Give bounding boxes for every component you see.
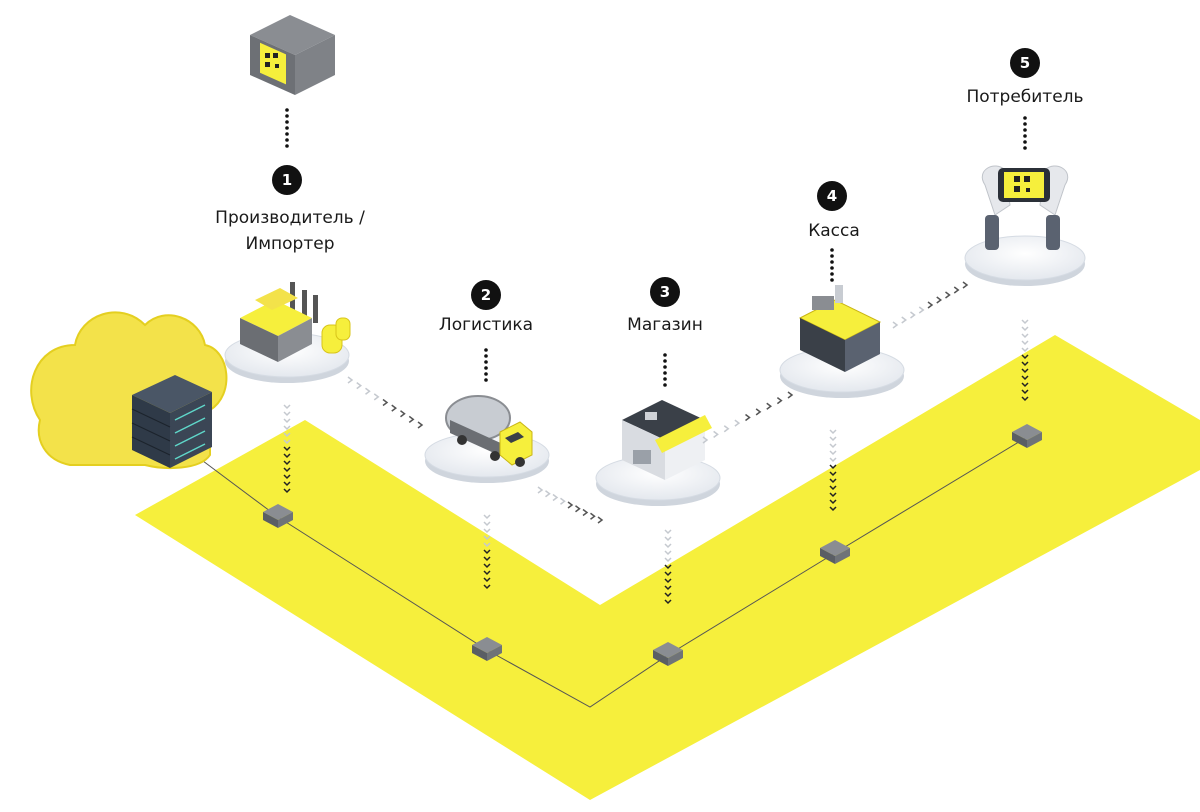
flow-arrow-3 <box>702 391 794 444</box>
connector-register-label <box>830 248 834 282</box>
stage-label-logistics-line-1: Логистика <box>438 315 534 335</box>
chip-node-icon <box>263 504 293 528</box>
chip-node-icon <box>1012 424 1042 448</box>
flow-arrow-4 <box>892 281 969 329</box>
platform-consumer <box>964 235 1086 281</box>
stage-label-store: Магазин <box>627 312 703 338</box>
down-arrow-register <box>829 429 837 512</box>
down-arrow-logistics <box>483 514 491 590</box>
step-badge-4: 4 <box>817 181 847 211</box>
package-qr-icon <box>250 15 335 95</box>
vertical-connectors <box>285 108 1027 387</box>
connector-consumer-label <box>1023 116 1027 150</box>
step-badge-3: 3 <box>650 277 680 307</box>
stage-label-producer: Производитель / Импортер <box>215 205 365 257</box>
stage-label-register: Касса <box>808 218 860 244</box>
factory-icon <box>240 282 351 362</box>
stage-label-producer-line-2: Импортер <box>245 234 335 254</box>
chip-node-icon <box>820 540 850 564</box>
stage-label-consumer: Потребитель <box>966 84 1083 110</box>
step-badge-5: 5 <box>1010 48 1040 78</box>
down-arrow-producer <box>283 404 291 494</box>
flow-arrow-1 <box>347 376 424 429</box>
stage-label-consumer-line-1: Потребитель <box>966 87 1084 107</box>
store-icon <box>622 400 712 480</box>
flow-arrows <box>347 281 969 524</box>
network-nodes <box>263 424 1042 666</box>
down-arrow-consumer <box>1021 319 1029 402</box>
stage-label-store-line-1: Магазин <box>627 315 703 335</box>
chip-node-icon <box>653 642 683 666</box>
down-arrows <box>283 319 1029 605</box>
stage-label-producer-line-1: Производитель / <box>215 208 365 228</box>
server-icon <box>131 375 212 468</box>
stage-label-logistics: Логистика <box>439 312 533 338</box>
connector-package <box>285 108 289 148</box>
step-badge-2: 2 <box>471 280 501 310</box>
cash-register-icon <box>798 285 882 372</box>
flow-arrow-2 <box>537 486 604 524</box>
smartphone-scan-icon <box>982 165 1068 250</box>
connector-store-label <box>663 353 667 387</box>
step-badge-1: 1 <box>272 165 302 195</box>
truck-icon <box>445 395 533 467</box>
down-arrow-store <box>664 529 672 605</box>
stage-label-register-line-1: Касса <box>808 221 860 241</box>
chip-node-icon <box>472 637 502 661</box>
connector-logistics-label <box>484 348 488 382</box>
